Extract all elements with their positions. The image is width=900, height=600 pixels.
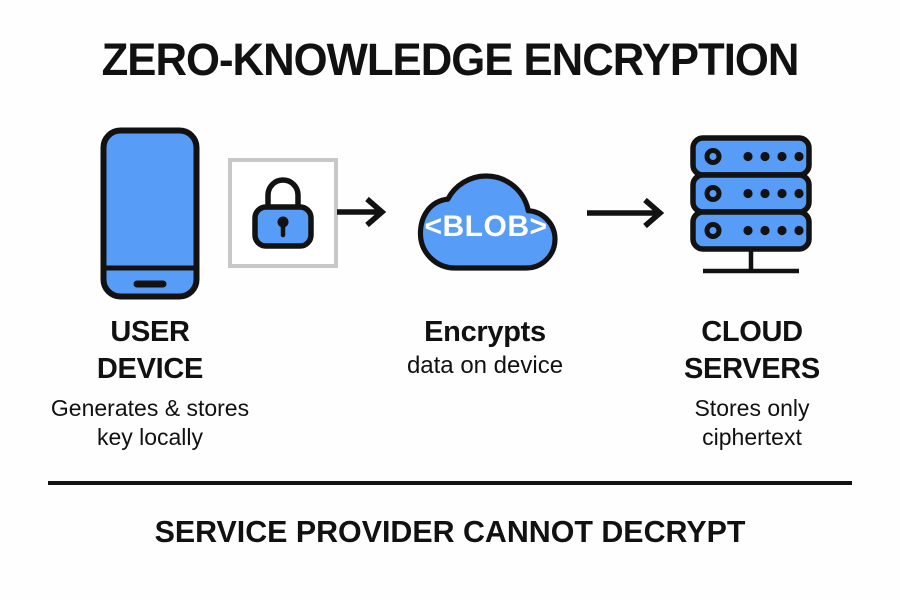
encrypts-subtitle-line1: data on device <box>406 352 564 379</box>
page-title: ZERO-KNOWLEDGE ENCRYPTION <box>101 34 800 85</box>
encrypts-label-line1: Encrypts <box>424 316 546 348</box>
arrow-right-icon <box>337 192 387 232</box>
encrypts-label: Encrypts <box>360 314 610 351</box>
cloud-servers-label-line2: SERVERS <box>684 353 820 385</box>
cloud-servers-subtitle-line1: Stores only <box>694 395 810 421</box>
cloud-servers-subtitle-line2: ciphertext <box>702 424 802 450</box>
blob-label: <BLOB> <box>424 210 548 243</box>
encrypts-subtitle: data on device <box>355 351 615 380</box>
server-stack-icon <box>690 135 812 277</box>
arrow-right-svg <box>337 196 387 228</box>
arrow-right-svg <box>587 197 665 229</box>
server-stack-svg <box>690 135 812 274</box>
user-device-label-line2: DEVICE <box>96 353 204 385</box>
user-device-label: USER DEVICE <box>30 314 270 388</box>
user-device-subtitle-line1: Generates & stores <box>50 395 250 421</box>
encryption-key-box <box>228 158 338 268</box>
smartphone-icon-svg <box>100 127 200 300</box>
divider-line <box>48 481 852 485</box>
cloud-servers-label: CLOUD SERVERS <box>632 314 872 388</box>
user-device-subtitle-line2: key locally <box>96 424 204 450</box>
arrow-right-icon <box>587 193 665 233</box>
user-device-subtitle: Generates & stores key locally <box>20 394 280 452</box>
footer-statement: SERVICE PROVIDER CANNOT DECRYPT <box>154 514 746 549</box>
cloud-servers-subtitle: Stores only ciphertext <box>632 394 872 452</box>
smartphone-icon <box>100 127 200 300</box>
cloud-icon: <BLOB> <box>398 153 574 291</box>
user-device-label-line1: USER <box>110 316 190 348</box>
padlock-icon <box>252 177 314 249</box>
cloud-icon-svg <box>417 173 558 271</box>
cloud-servers-label-line1: CLOUD <box>701 316 803 348</box>
